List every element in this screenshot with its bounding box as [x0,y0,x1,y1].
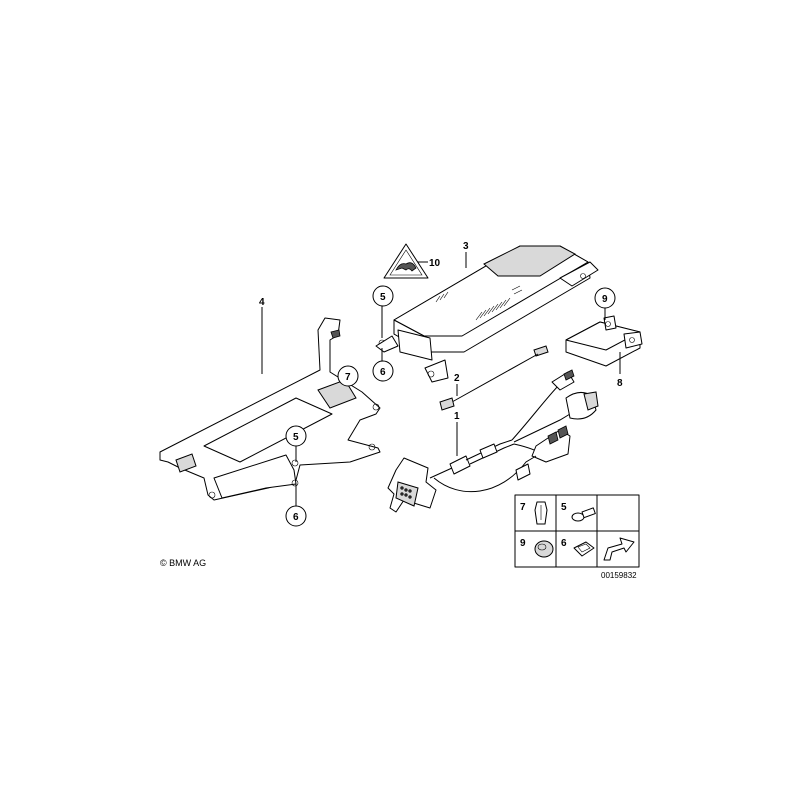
callout-2: 2 [454,373,460,384]
adapter-cable [439,345,549,411]
fastener-legend [514,494,640,568]
leader-lines [261,252,621,506]
grommet-icon [534,540,554,558]
callout-1: 1 [454,411,460,422]
callouts: 3 10 4 5 6 7 5 6 9 2 1 8 [259,241,623,527]
module [565,315,643,367]
callout-5b-circle [285,425,307,447]
callout-9: 9 [602,294,608,305]
copyright-text: © BMW AG [160,558,206,568]
callout-6-upper: 6 [380,367,386,378]
legend-7: 7 [520,502,526,513]
callout-3: 3 [463,241,469,252]
callout-9-circle [594,287,616,309]
callout-7-circle [337,365,359,387]
arrow-icon [603,537,635,561]
screw-icon [571,507,596,522]
callout-6-circle [372,360,394,382]
callout-5-circle [372,285,394,307]
wiring-harness [387,369,599,513]
legend-9: 9 [520,538,526,549]
callout-7: 7 [345,372,351,383]
callout-6-lower: 6 [293,512,299,523]
legend-labels: 7 5 9 6 [520,502,567,549]
callout-5-upper: 5 [380,292,386,303]
legend-5: 5 [561,502,567,513]
drawing-number: 00159832 [601,571,637,580]
mounting-bracket [159,317,381,501]
callout-10: 10 [429,258,441,269]
warning-label [383,243,429,279]
callout-8: 8 [617,378,623,389]
callout-6b-circle [285,505,307,527]
callout-5-lower: 5 [293,432,299,443]
callout-4: 4 [259,297,265,308]
legend-6: 6 [561,538,567,549]
clip-icon [573,541,595,557]
